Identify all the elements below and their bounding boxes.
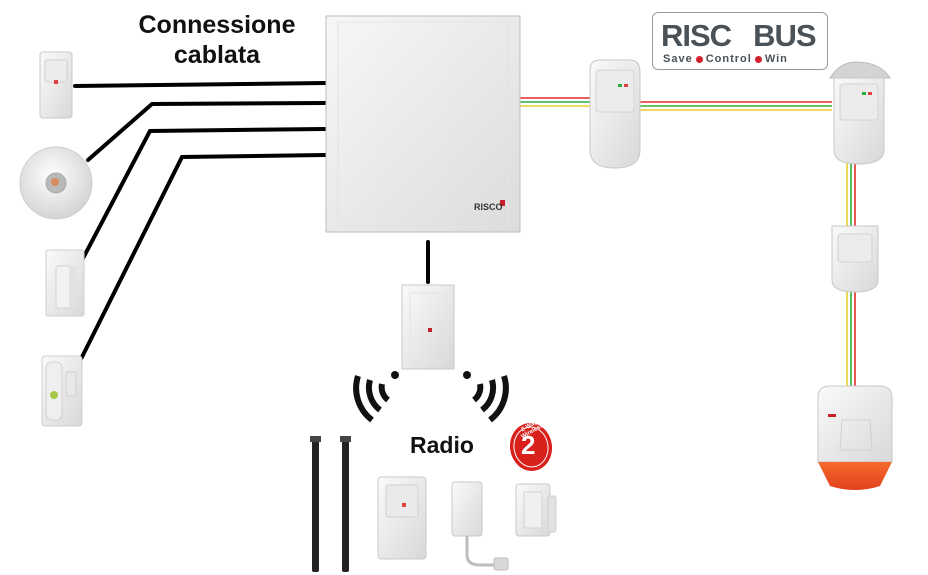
tagline-word-control: Control	[705, 53, 752, 65]
outdoor-siren-icon	[817, 385, 893, 490]
wired-connection-title: Connessione cablata	[112, 10, 322, 70]
cable-door-contact	[76, 153, 327, 367]
wired-connection-title-line1: Connessione	[138, 11, 296, 39]
riscobus-logo: RISC BUS Save Control Win	[652, 12, 828, 70]
wireless-flood-detector-icon	[451, 481, 509, 571]
ceiling-detector-icon	[19, 146, 93, 220]
outdoor-detector-hooded-icon	[829, 61, 891, 165]
radio-label: Radio	[410, 432, 474, 458]
tagline-word-save: Save	[663, 53, 693, 65]
wireless-signal-right-icon	[463, 371, 509, 423]
wireless-pir-icon	[377, 476, 427, 560]
cable-pir	[73, 81, 327, 88]
riscobus-logo-wordmark: RISC BUS	[661, 18, 817, 54]
bus-wire-green	[518, 101, 832, 107]
radio-receiver-icon	[401, 284, 455, 370]
beam-barrier-icon	[310, 436, 351, 572]
two-way-wireless-badge	[509, 423, 553, 471]
door-contact-icon	[41, 355, 83, 427]
indoor-detector-icon	[831, 225, 879, 293]
cable-magnetic-contact	[78, 127, 327, 266]
tagline-word-win: Win	[764, 53, 788, 65]
riscobus-wires	[518, 97, 856, 390]
magnetic-contact-icon	[45, 249, 85, 317]
bus-wire-red	[518, 97, 832, 103]
logo-name-left: RISC	[661, 18, 732, 53]
badge-number: 2	[521, 430, 536, 460]
bus-wire-yellow	[518, 105, 832, 111]
wireless-signal-left-icon	[353, 371, 399, 423]
control-panel-icon	[325, 15, 521, 233]
logo-name-right: BUS	[753, 18, 816, 53]
riscobus-logo-tagline: Save Control Win	[663, 53, 788, 65]
cable-ceiling	[86, 101, 327, 162]
outdoor-detector-icon	[589, 59, 641, 169]
wired-connection-title-line2: cablata	[173, 41, 261, 69]
panel-brand-label: RISCO	[474, 202, 503, 212]
wireless-contact-icon	[515, 483, 557, 537]
wired-cables	[73, 81, 430, 367]
pir-detector-icon	[39, 51, 73, 119]
